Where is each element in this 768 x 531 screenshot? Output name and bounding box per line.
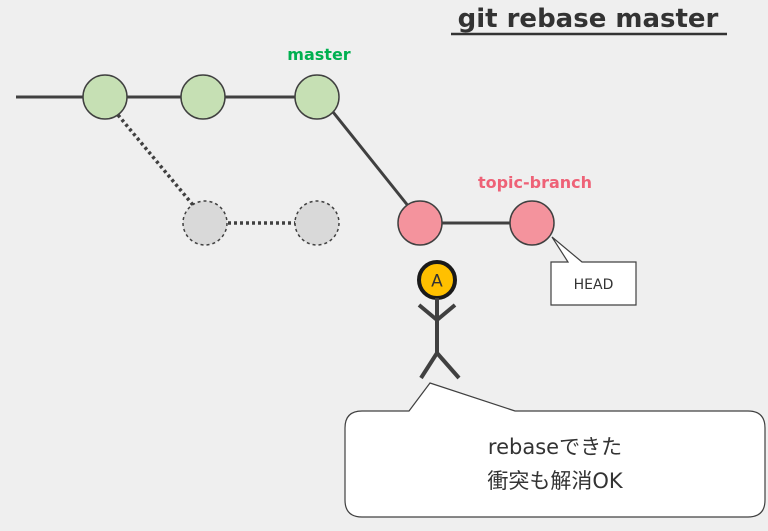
master-commit-node	[294, 74, 340, 120]
old-commit-node	[294, 200, 340, 246]
head-label: HEAD	[574, 277, 614, 293]
master-commit-node	[180, 74, 226, 120]
old-commit-node	[182, 200, 228, 246]
person-right-arm	[435, 303, 457, 322]
master-branch-label: master	[287, 45, 350, 64]
person-left-arm	[417, 303, 439, 322]
head-callout-box	[550, 236, 637, 306]
speech-bubble	[344, 382, 766, 518]
topic-commit-node	[397, 200, 443, 246]
person-avatar-letter: A	[431, 272, 443, 292]
master-commit-node	[82, 74, 128, 120]
person-left-leg	[419, 351, 439, 380]
rebase-connector-line	[331, 111, 411, 208]
person-figure: A	[417, 260, 461, 380]
topic-commit-node	[509, 200, 555, 246]
speech-bubble-line-2: 衝突も解消OK	[487, 469, 624, 493]
person-right-leg	[435, 351, 461, 380]
speech-bubble-line-1: rebaseできた	[488, 435, 622, 459]
old-branch-dotted-connector	[116, 113, 195, 207]
page-title: git rebase master	[458, 4, 719, 34]
topic-branch-label: topic-branch	[478, 173, 592, 192]
